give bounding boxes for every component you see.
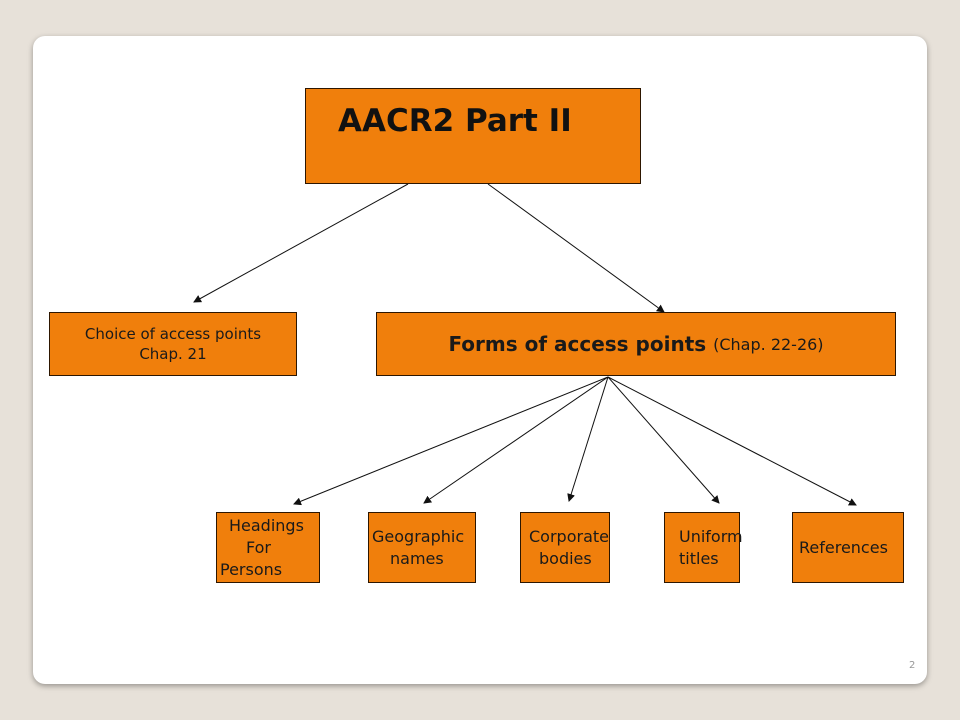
references-box: References	[792, 512, 904, 583]
headings-line-3: Persons	[220, 559, 283, 579]
page-number: 2	[909, 660, 916, 671]
arrow-to-geographic	[423, 376, 609, 504]
choice-line-2: Chap. 21	[139, 345, 207, 363]
corporate-line-1: Corporate	[529, 526, 609, 546]
forms-chapter-text: (Chap. 22-26)	[713, 334, 824, 354]
uniform-line-2: titles	[679, 548, 719, 568]
connector-lines	[193, 183, 857, 506]
references-line-1: References	[799, 537, 888, 557]
geographic-line-1: Geographic	[372, 526, 465, 546]
uniform-line-1: Uniform	[679, 526, 743, 546]
arrow-to-forms	[487, 183, 665, 313]
geographic-names-box: Geographic names	[368, 512, 476, 583]
arrow-to-references	[607, 376, 857, 506]
corporate-bodies-box: Corporate bodies	[520, 512, 610, 583]
headings-line-1: Headings	[229, 515, 304, 535]
choice-of-access-points-box: Choice of access points Chap. 21	[49, 312, 297, 376]
title-box: AACR2 Part II	[305, 88, 641, 184]
slide: AACR2 Part II Choice of access points Ch…	[33, 36, 927, 684]
arrow-to-headings	[293, 376, 609, 506]
arrow-to-uniform	[607, 376, 720, 504]
headings-for-persons-box: Headings For Persons	[216, 512, 320, 583]
geographic-line-2: names	[390, 548, 444, 568]
corporate-line-2: bodies	[539, 548, 592, 568]
headings-line-2: For	[246, 537, 271, 557]
arrow-to-corporate	[567, 376, 609, 502]
choice-line-1: Choice of access points	[84, 325, 262, 343]
arrow-to-choice	[193, 183, 409, 303]
forms-of-access-points-box: Forms of access points (Chap. 22-26)	[376, 312, 896, 376]
uniform-titles-box: Uniform titles	[664, 512, 743, 583]
forms-main-text: Forms of access points	[448, 332, 714, 356]
title-text: AACR2 Part II	[338, 103, 572, 139]
